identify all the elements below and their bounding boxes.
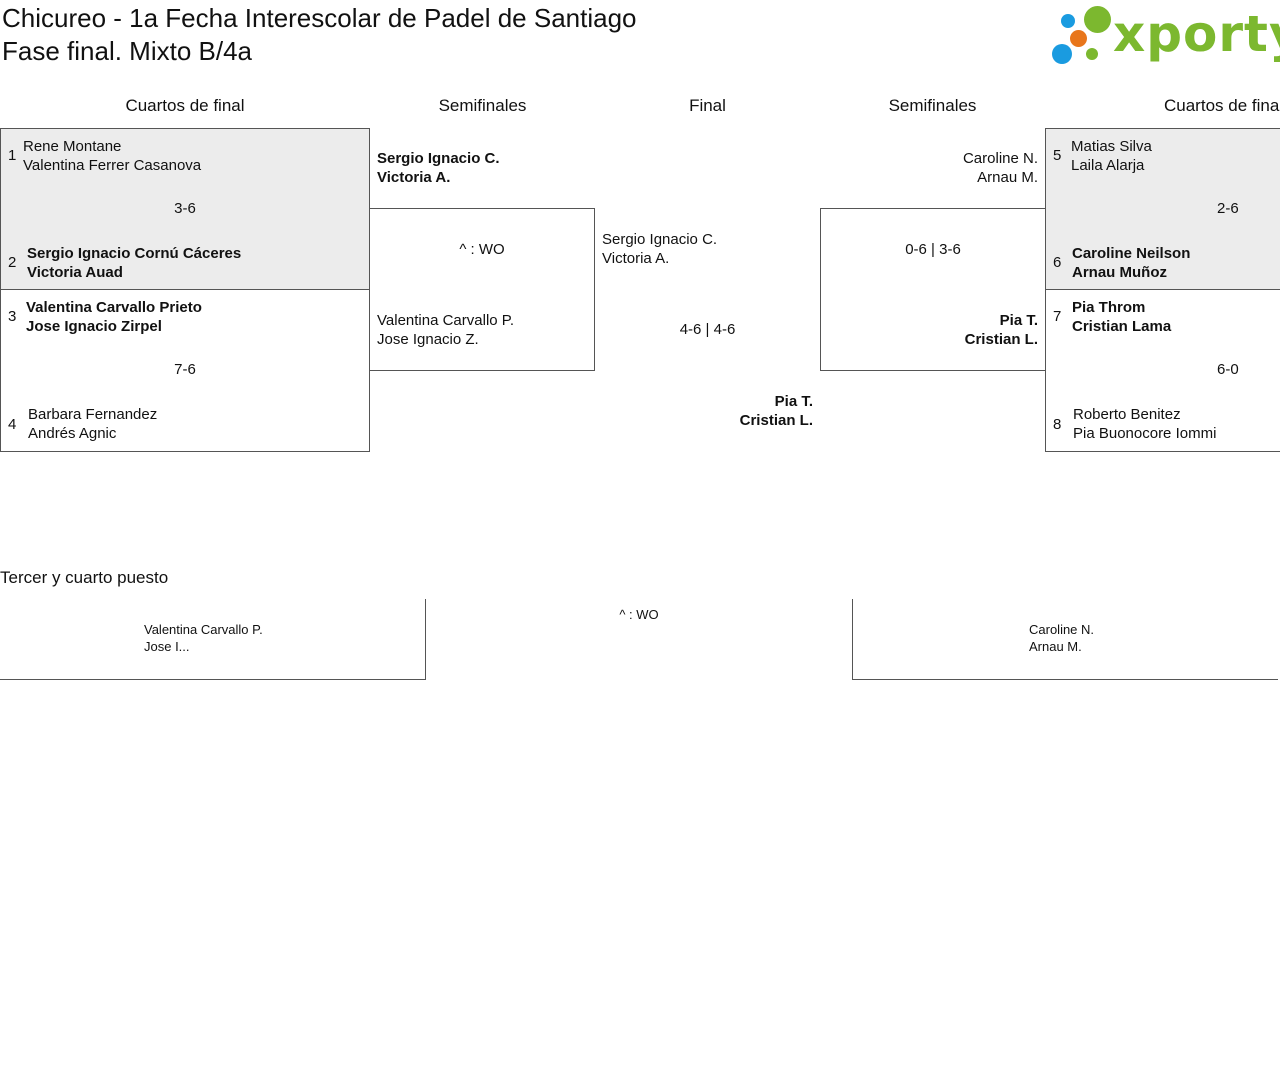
- title-line-2: Fase final. Mixto B/4a: [2, 36, 252, 66]
- seed-number: 5: [1053, 147, 1062, 164]
- player-name: Matias Silva: [1071, 138, 1152, 155]
- match-sf-right[interactable]: 0-6 | 3-6 Pia T. Cristian L.: [820, 208, 1046, 371]
- logo-dot-blue-small: [1061, 14, 1075, 28]
- player-name: Jose I...: [144, 639, 190, 654]
- final-team-a: Sergio Ignacio C. Victoria A.: [602, 230, 717, 268]
- seed-number: 7: [1053, 308, 1062, 325]
- sf-left-team-a: Sergio Ignacio C. Victoria A.: [377, 149, 500, 187]
- column-header-sf-left: Semifinales: [438, 96, 527, 115]
- match-qf-2[interactable]: 3 Valentina Carvallo Prieto Jose Ignacio…: [0, 289, 370, 452]
- final-score: 4-6 | 4-6: [679, 321, 736, 338]
- third-place-team-b: Caroline N. Arnau M.: [1029, 621, 1094, 655]
- sf-right-team-b-winner: Pia T. Cristian L.: [825, 311, 1038, 349]
- player-name: Cristian L.: [964, 331, 1038, 348]
- seed-number: 3: [8, 308, 17, 325]
- seed-number: 8: [1053, 416, 1062, 433]
- team-name-winner: Sergio Ignacio Cornú Cáceres Victoria Au…: [27, 244, 241, 282]
- match-score: ^ : WO: [459, 241, 505, 258]
- player-name: Cristian L.: [739, 412, 813, 429]
- player-name: Victoria A.: [602, 250, 670, 267]
- player-name: Pia T.: [999, 312, 1038, 329]
- team-name-winner: Caroline Neilson Arnau Muñoz: [1072, 244, 1190, 282]
- player-name: Pia Throm: [1072, 299, 1146, 316]
- player-name: Roberto Benitez: [1073, 406, 1181, 423]
- match-score: 6-0: [1217, 361, 1239, 378]
- player-name: Caroline N.: [1029, 622, 1095, 637]
- match-sf-left[interactable]: ^ : WO Valentina Carvallo P. Jose Ignaci…: [369, 208, 595, 371]
- player-name: Victoria A.: [377, 169, 451, 186]
- player-name: Barbara Fernandez: [28, 406, 158, 423]
- player-name: Andrés Agnic: [28, 425, 117, 442]
- player-name: Caroline Neilson: [1072, 245, 1191, 262]
- player-name: Arnau M.: [1029, 639, 1082, 654]
- player-name: Pia T.: [774, 393, 813, 410]
- player-name: Valentina Carvallo P.: [377, 312, 515, 329]
- player-name: Rene Montane: [23, 138, 122, 155]
- sf-left-team-b: Valentina Carvallo P. Jose Ignacio Z.: [377, 311, 514, 349]
- team-name: Rene Montane Valentina Ferrer Casanova: [23, 137, 201, 175]
- player-name: Cristian Lama: [1072, 318, 1172, 335]
- column-header-qf-left: Cuartos de final: [125, 96, 245, 115]
- player-name: Valentina Ferrer Casanova: [23, 157, 202, 174]
- player-name: Valentina Carvallo P.: [144, 622, 263, 637]
- player-name: Arnau Muñoz: [1072, 264, 1167, 281]
- match-score: 7-6: [174, 361, 196, 378]
- final-team-b-winner: Pia T. Cristian L.: [600, 392, 813, 430]
- seed-number: 4: [8, 416, 17, 433]
- match-qf-3[interactable]: 5 Matias Silva Laila Alarja 2-6 6 Caroli…: [1045, 128, 1280, 290]
- player-name: Jose Ignacio Z.: [377, 331, 479, 348]
- title-line-1: Chicureo - 1a Fecha Interescolar de Pade…: [2, 3, 637, 33]
- seed-number: 2: [8, 254, 17, 271]
- player-name: Victoria Auad: [27, 264, 123, 281]
- match-score: 2-6: [1217, 200, 1239, 217]
- team-name: Matias Silva Laila Alarja: [1071, 137, 1152, 175]
- player-name: Caroline N.: [962, 150, 1038, 167]
- third-place-title: Tercer y cuarto puesto: [0, 568, 169, 587]
- column-header-qf-right: Cuartos de final: [1164, 96, 1280, 115]
- column-header-final: Final: [689, 96, 726, 115]
- player-name: Laila Alarja: [1071, 157, 1145, 174]
- logo-dot-orange: [1070, 30, 1087, 47]
- xporty-logo[interactable]: xporty: [1050, 4, 1280, 68]
- logo-dot-green-large: [1084, 6, 1111, 33]
- match-score: 3-6: [174, 200, 196, 217]
- third-place-left-box[interactable]: Valentina Carvallo P. Jose I...: [0, 599, 426, 680]
- page-title: Chicureo - 1a Fecha Interescolar de Pade…: [2, 2, 637, 68]
- player-name: Sergio Ignacio C.: [602, 231, 718, 248]
- player-name: Jose Ignacio Zirpel: [26, 318, 162, 335]
- player-name: Sergio Ignacio Cornú Cáceres: [27, 245, 242, 262]
- seed-number: 1: [8, 147, 17, 164]
- column-header-sf-right: Semifinales: [888, 96, 977, 115]
- player-name: Pia Buonocore Iommi: [1073, 425, 1217, 442]
- player-name: Arnau M.: [977, 169, 1038, 186]
- sf-right-team-a: Caroline N. Arnau M.: [826, 149, 1038, 187]
- team-name: Barbara Fernandez Andrés Agnic: [28, 405, 157, 443]
- third-place-right-box[interactable]: Caroline N. Arnau M.: [852, 599, 1278, 680]
- match-qf-4[interactable]: 7 Pia Throm Cristian Lama 6-0 8 Roberto …: [1045, 289, 1280, 452]
- player-name: Valentina Carvallo Prieto: [26, 299, 202, 316]
- player-name: Sergio Ignacio C.: [377, 150, 500, 167]
- team-name: Roberto Benitez Pia Buonocore Iommi: [1073, 405, 1216, 443]
- match-score: 0-6 | 3-6: [905, 241, 961, 258]
- third-place-team-a: Valentina Carvallo P. Jose I...: [144, 621, 263, 655]
- team-name-winner: Pia Throm Cristian Lama: [1072, 298, 1171, 336]
- seed-number: 6: [1053, 254, 1062, 271]
- logo-wordmark: xporty: [1113, 5, 1280, 63]
- team-name-winner: Valentina Carvallo Prieto Jose Ignacio Z…: [26, 298, 202, 336]
- logo-dot-blue-large: [1052, 44, 1072, 64]
- third-place-score: ^ : WO: [619, 607, 659, 622]
- match-qf-1[interactable]: 1 Rene Montane Valentina Ferrer Casanova…: [0, 128, 370, 290]
- logo-dot-green-small: [1086, 48, 1098, 60]
